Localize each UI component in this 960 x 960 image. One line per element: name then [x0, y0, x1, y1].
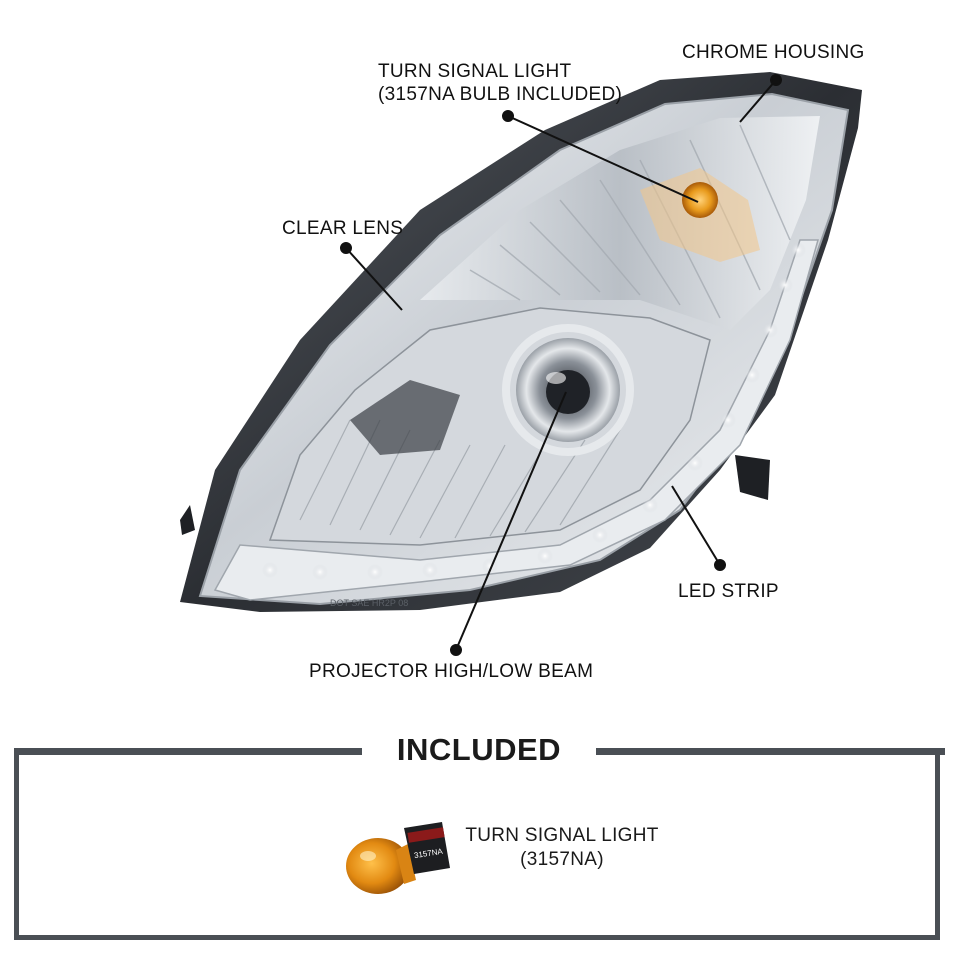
included-title: INCLUDED [396, 732, 562, 767]
turn-signal-amber [640, 168, 760, 262]
included-item-line2: (3157NA) [520, 849, 604, 870]
led-strip [213, 239, 819, 601]
mounting-tab-left [180, 505, 195, 535]
callout-chrome-housing: CHROME HOUSING [682, 42, 865, 63]
callout-leaders [340, 74, 782, 656]
included-frame [14, 750, 940, 940]
included-item-label: TURN SIGNAL LIGHT (3157NA) [462, 824, 662, 872]
callout-turn-signal-line1: TURN SIGNAL LIGHT [378, 61, 572, 82]
chrome-reflector-upper [420, 116, 820, 330]
bulb-image: 3157NA [346, 822, 450, 894]
callout-clear-lens: CLEAR LENS [282, 218, 404, 239]
included-frame-top-right [596, 748, 945, 755]
inner-shadow [350, 380, 460, 455]
projector-lens [502, 324, 634, 456]
headlight-illustration: DOT SAE HR2P 08 [180, 72, 862, 656]
callout-turn-signal-line2: (3157NA BULB INCLUDED) [378, 84, 623, 105]
callout-projector: PROJECTOR HIGH/LOW BEAM [309, 661, 594, 682]
callout-led-strip: LED STRIP [678, 581, 779, 602]
mounting-tab [735, 455, 770, 500]
included-item-line1: TURN SIGNAL LIGHT [465, 825, 659, 846]
lens-marking: DOT SAE HR2P 08 [330, 598, 408, 608]
included-frame-top-left [14, 748, 362, 755]
callout-turn-signal: TURN SIGNAL LIGHT (3157NA BULB INCLUDED) [378, 60, 622, 106]
